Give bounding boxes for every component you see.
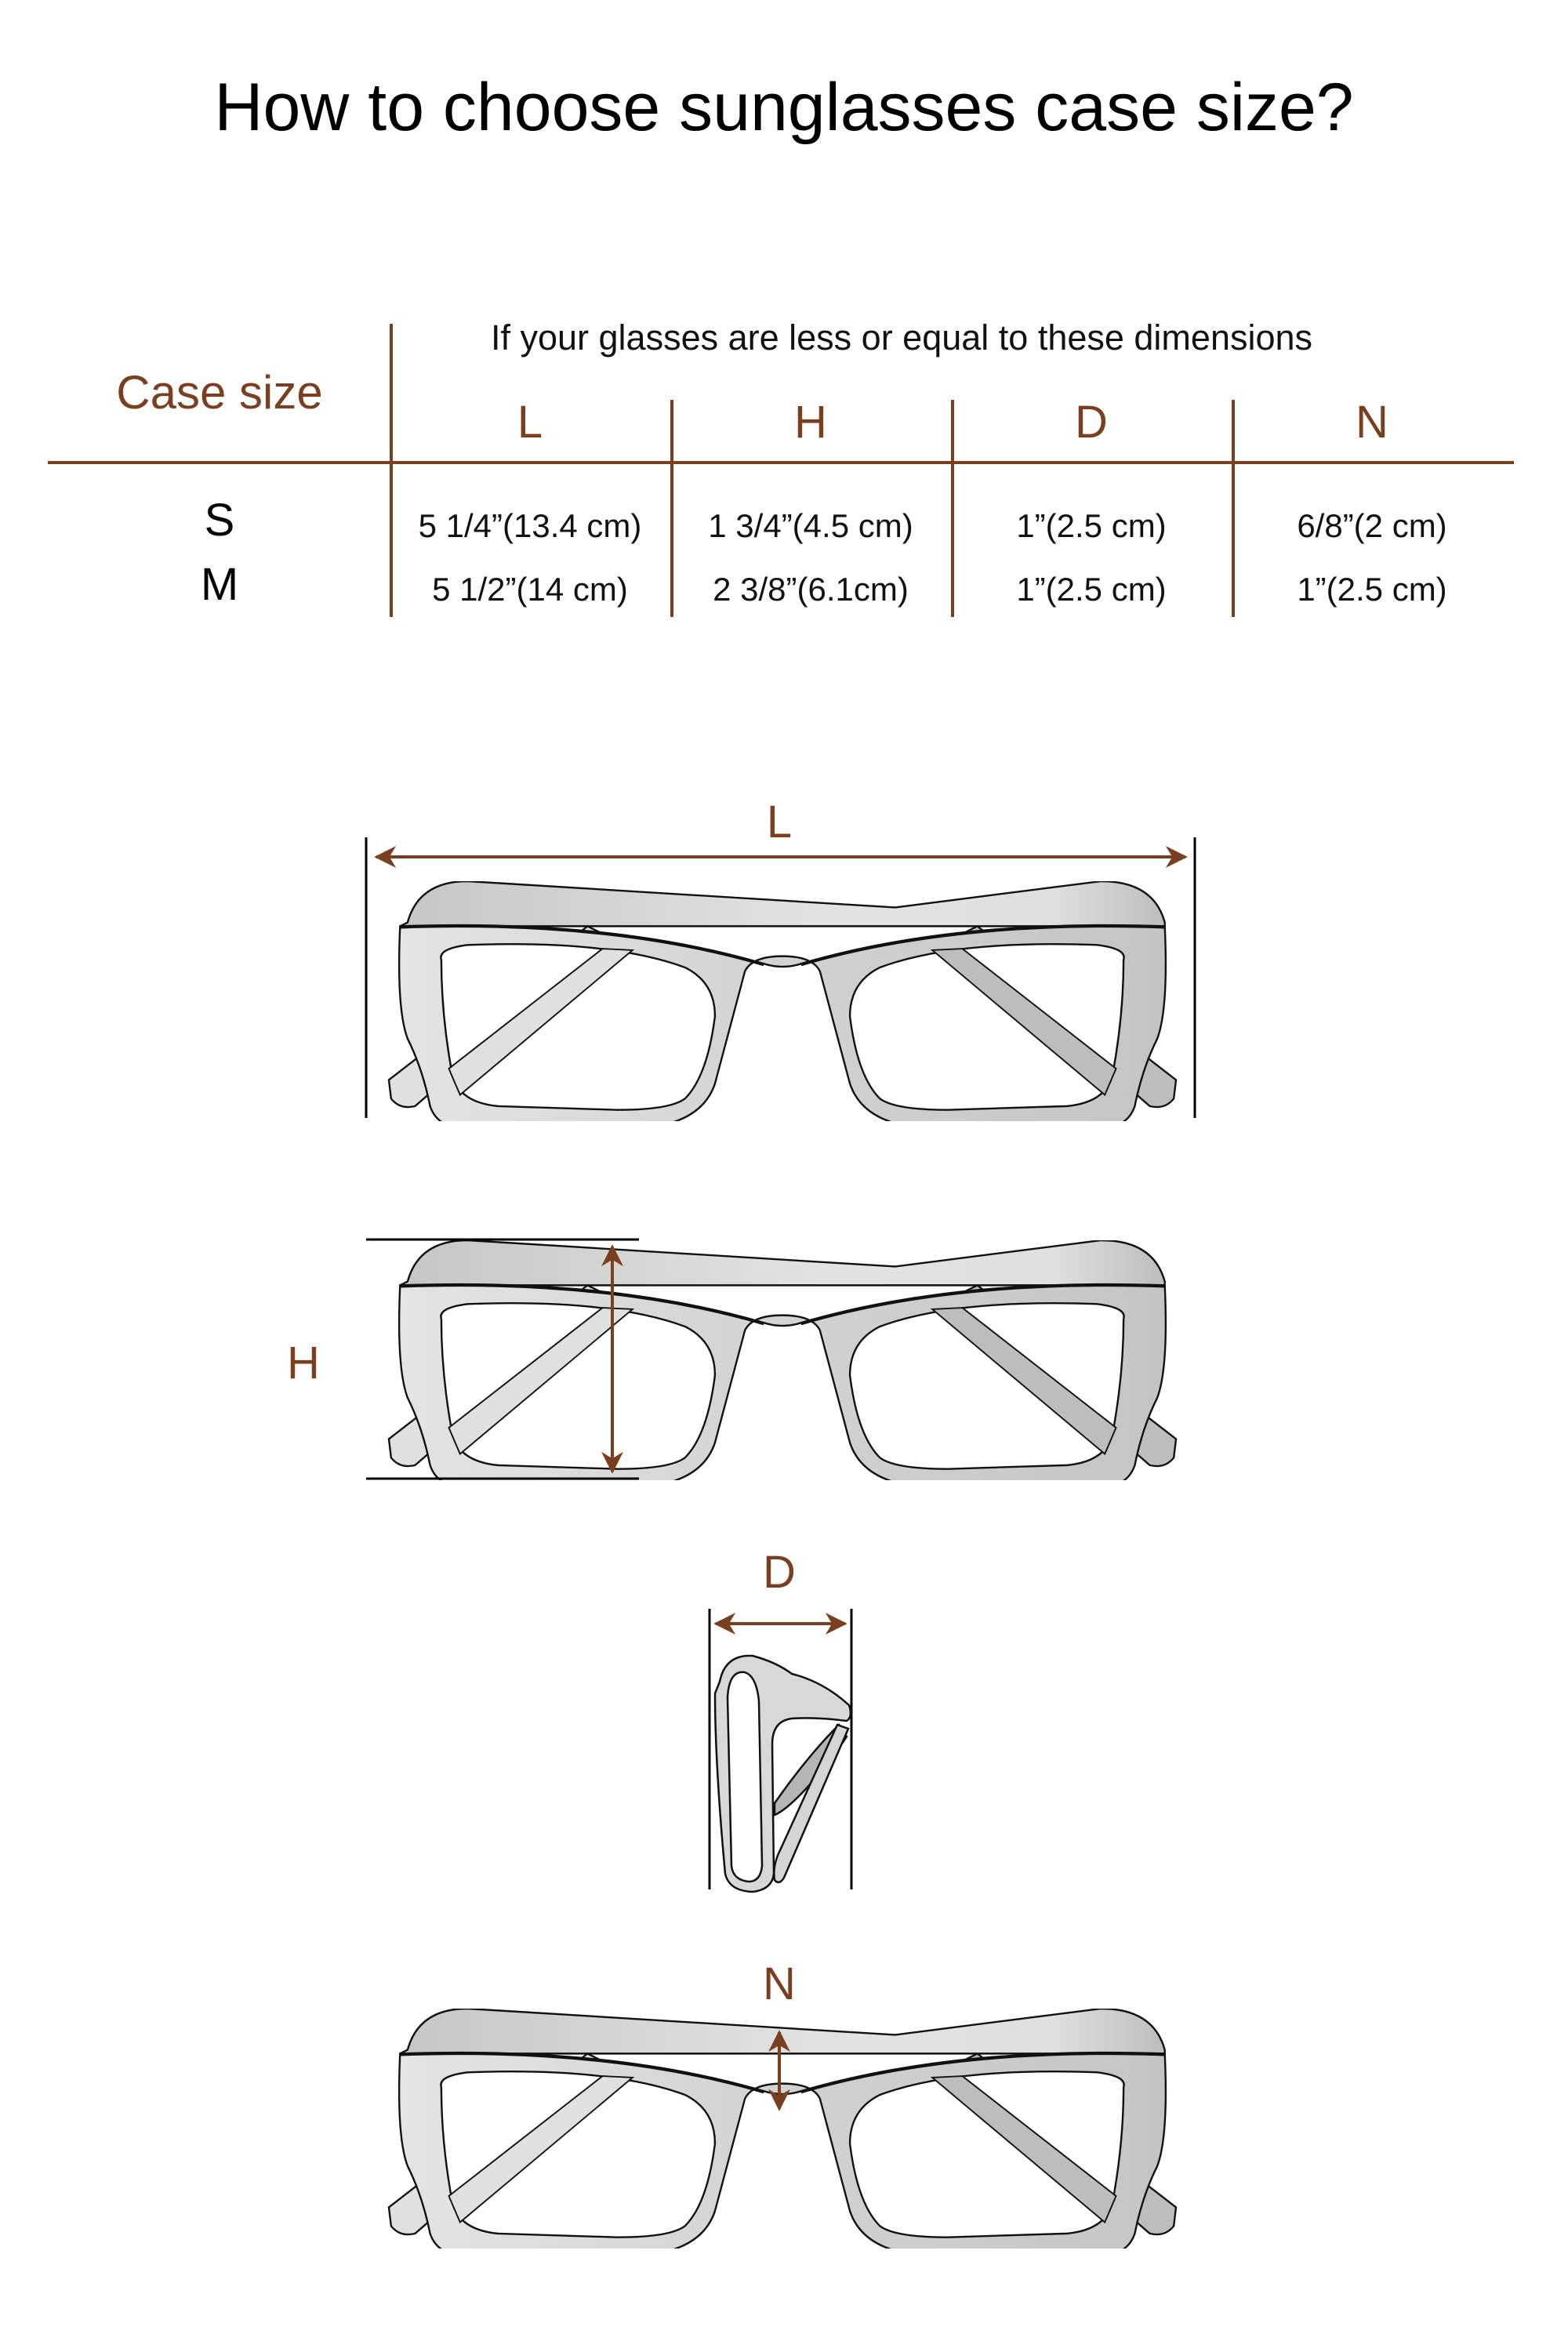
column-header-l: L <box>517 397 543 448</box>
table-column-divider <box>390 324 393 617</box>
column-header-h: H <box>794 397 827 448</box>
cell-m-d: 1”(2.5 cm) <box>1016 571 1167 608</box>
figure-label-n: N <box>763 1958 796 2009</box>
table-column-divider <box>951 400 954 617</box>
size-label-s: S <box>204 495 235 546</box>
table-column-divider <box>670 400 673 617</box>
figure-label-l: L <box>766 797 793 848</box>
cell-s-d: 1”(2.5 cm) <box>1016 507 1167 544</box>
figure-label-h: H <box>287 1338 320 1388</box>
table-group-header: If your glasses are less or equal to the… <box>490 318 1313 358</box>
page-title: How to choose sunglasses case size? <box>214 70 1354 145</box>
table-column-divider <box>1232 400 1235 617</box>
table-header-divider <box>48 461 1514 464</box>
cell-m-l: 5 1/2”(14 cm) <box>432 571 628 608</box>
size-label-m: M <box>200 559 239 610</box>
cell-s-h: 1 3/4”(4.5 cm) <box>708 507 913 544</box>
cell-s-n: 6/8”(2 cm) <box>1297 507 1447 544</box>
cell-s-l: 5 1/4”(13.4 cm) <box>418 507 642 544</box>
case-size-header: Case size <box>116 366 323 419</box>
column-header-d: D <box>1075 397 1108 448</box>
cell-m-h: 2 3/8”(6.1cm) <box>713 571 909 608</box>
cell-m-n: 1”(2.5 cm) <box>1297 571 1447 608</box>
column-header-n: N <box>1356 397 1388 448</box>
figure-label-d: D <box>763 1547 796 1598</box>
